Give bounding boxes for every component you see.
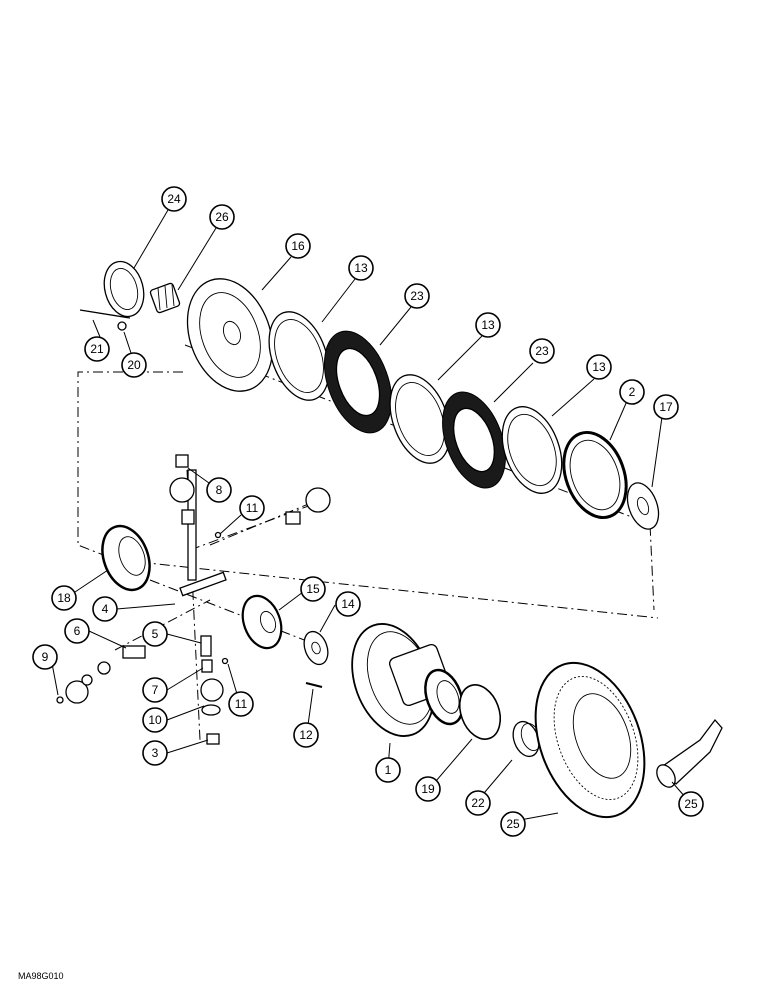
- callout-16: 16: [285, 233, 311, 259]
- bolt-part: [79, 309, 131, 319]
- bearing-cup-part: [103, 260, 145, 318]
- callout-label: 3: [152, 746, 159, 760]
- callout-label: 21: [90, 342, 104, 356]
- friction-disc-1: [323, 330, 393, 434]
- callout-9: 9: [32, 644, 58, 670]
- callout-label: 17: [659, 400, 673, 414]
- callout-label: 25: [684, 797, 698, 811]
- leader-lines: [50, 209, 687, 821]
- callout-label: 25: [506, 817, 520, 831]
- callout-label: 5: [152, 627, 159, 641]
- callout-label: 22: [471, 796, 485, 810]
- small-hardware-part: [56, 454, 301, 745]
- callout-13-second: 13: [475, 312, 501, 338]
- callout-15: 15: [300, 576, 326, 602]
- callout-label: 13: [592, 360, 606, 374]
- washer-part: [626, 482, 660, 530]
- callout-label: 26: [215, 210, 229, 224]
- callout-26: 26: [209, 204, 235, 230]
- callout-label: 2: [629, 385, 636, 399]
- pinion-gears-part: [65, 477, 331, 704]
- callout-12: 12: [293, 722, 319, 748]
- piston-part: [562, 430, 628, 520]
- brake-plate-part: [186, 278, 274, 392]
- drawing-code: MA98G010: [18, 971, 64, 981]
- callout-label: 12: [299, 728, 313, 742]
- callout-label: 11: [235, 697, 248, 711]
- callout-label: 23: [535, 344, 549, 358]
- callout-label: 18: [57, 591, 71, 605]
- callout-2: 2: [619, 379, 645, 405]
- callout-22: 22: [465, 790, 491, 816]
- ring-gear-part: [534, 661, 646, 819]
- callout-14: 14: [335, 591, 361, 617]
- callout-13-third: 13: [586, 354, 612, 380]
- callout-5: 5: [142, 621, 168, 647]
- callout-10: 10: [142, 707, 168, 733]
- callout-11-lower: 11: [228, 691, 254, 717]
- callout-label: 23: [410, 289, 424, 303]
- thrust-washer-part: [303, 630, 329, 666]
- callout-label: 10: [148, 713, 162, 727]
- callout-20: 20: [121, 352, 147, 378]
- callout-label: 1: [385, 763, 392, 777]
- separator-plate-3: [501, 406, 563, 494]
- callout-label: 7: [152, 683, 159, 697]
- nut-part: [117, 321, 127, 331]
- callout-label: 11: [246, 501, 259, 515]
- callout-25-ring-gear: 25: [500, 811, 526, 837]
- cone-bearing-part: [149, 282, 181, 314]
- callout-17: 17: [653, 394, 679, 420]
- callout-24: 24: [161, 186, 187, 212]
- callout-13-first: 13: [348, 255, 374, 281]
- friction-disc-2: [442, 391, 506, 489]
- callout-6: 6: [64, 618, 90, 644]
- o-ring-part: [458, 684, 502, 740]
- callout-label: 24: [167, 192, 181, 206]
- callout-7: 7: [142, 677, 168, 703]
- callout-label: 14: [341, 597, 355, 611]
- callout-label: 13: [354, 261, 368, 275]
- callout-23-first: 23: [404, 283, 430, 309]
- callout-1: 1: [375, 757, 401, 783]
- callout-label: 15: [306, 582, 320, 596]
- pinion-shaft-part: [656, 718, 723, 788]
- callout-3: 3: [142, 740, 168, 766]
- bevel-gear-part: [241, 594, 283, 650]
- callout-label: 20: [127, 358, 141, 372]
- callout-label: 9: [42, 650, 49, 664]
- callout-label: 13: [481, 318, 495, 332]
- callout-23-second: 23: [529, 338, 555, 364]
- callout-label: 6: [74, 624, 81, 638]
- side-gear-part: [101, 524, 151, 592]
- callout-label: 19: [421, 782, 435, 796]
- callout-label: 16: [291, 239, 305, 253]
- dowel-pin-part: [305, 682, 323, 688]
- callout-label: 4: [102, 602, 109, 616]
- separator-plate-1: [268, 311, 330, 401]
- cross-shaft-part: [179, 469, 227, 597]
- callout-11-upper: 11: [239, 495, 265, 521]
- callout-19: 19: [415, 776, 441, 802]
- callout-25-pinion: 25: [678, 791, 704, 817]
- callout-label: 8: [216, 483, 223, 497]
- callout-4: 4: [92, 596, 118, 622]
- differential-housing-part: [351, 623, 464, 737]
- callout-21: 21: [84, 336, 110, 362]
- callout-18: 18: [51, 585, 77, 611]
- callout-8: 8: [206, 477, 232, 503]
